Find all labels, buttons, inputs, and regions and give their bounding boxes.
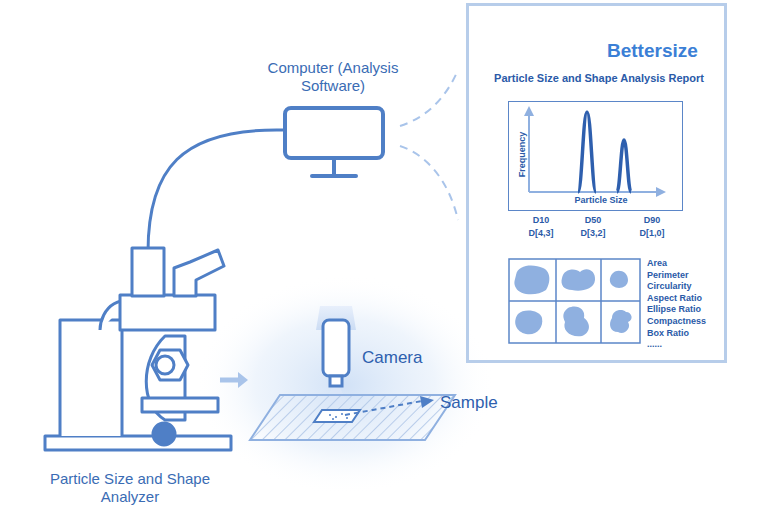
sample-label: Sample <box>440 393 498 413</box>
chart <box>524 106 666 197</box>
leader-head <box>420 396 434 408</box>
report-title: Particle Size and Shape Analysis Report <box>494 72 704 85</box>
cable <box>148 130 283 252</box>
stat-label: D[1,0] <box>639 228 664 239</box>
shape-parameter: Compactness <box>647 316 706 327</box>
particle-grid <box>509 259 640 343</box>
arrow-shaft <box>220 378 240 383</box>
chart-box: FrequencyParticle Size <box>508 101 683 211</box>
axis-label: Frequency <box>518 131 529 177</box>
slide <box>250 395 455 440</box>
stat-label: D[4,3] <box>528 228 553 239</box>
stat-label: D10 <box>533 215 550 226</box>
axis-label: Particle Size <box>574 195 627 206</box>
camera-label: Camera <box>362 348 422 368</box>
shape-parameter: Area <box>647 258 667 269</box>
dashed-link <box>400 70 458 126</box>
stat-label: D[3,2] <box>580 228 605 239</box>
arrow-head <box>238 372 248 388</box>
shape-parameter: Ellipse Ratio <box>647 304 701 315</box>
shape-parameter: Aspect Ratio <box>647 293 702 304</box>
sample-area <box>314 410 360 422</box>
stat-label: D50 <box>585 215 602 226</box>
shape-parameter: ...... <box>647 339 662 350</box>
microscope <box>45 248 231 450</box>
shape-parameter: Perimeter <box>647 270 689 281</box>
monitor <box>285 108 383 176</box>
computer-label: Computer (Analysis Software) <box>258 59 408 95</box>
dashed-link <box>400 146 458 220</box>
stat-label: D90 <box>644 215 661 226</box>
analyzer-label: Particle Size and Shape Analyzer <box>23 470 238 506</box>
shape-parameter: Box Ratio <box>647 328 689 339</box>
brand-name: Bettersize <box>607 40 698 63</box>
glow <box>195 275 495 495</box>
shape-parameter: Circularity <box>647 281 692 292</box>
leader-line <box>345 401 422 415</box>
